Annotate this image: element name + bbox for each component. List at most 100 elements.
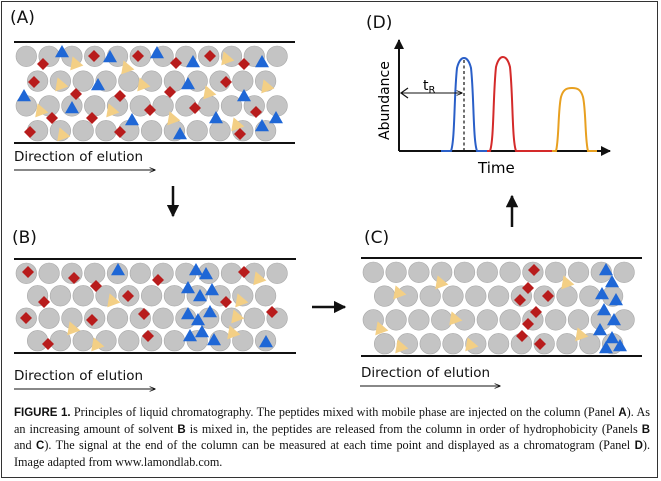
- retention-time-label: tR: [423, 78, 436, 96]
- bead: [499, 261, 521, 283]
- red-diamond-peptide: [220, 76, 232, 88]
- red-diamond-peptide: [522, 282, 534, 294]
- red-diamond-peptide: [46, 112, 58, 124]
- chromatogram-x-label: Time: [477, 159, 515, 177]
- elution-label-c: Direction of elution: [361, 365, 491, 381]
- blue-triangle-peptide: [103, 50, 117, 63]
- yellow-triangle-peptide: [67, 321, 81, 336]
- bead: [499, 309, 521, 331]
- bead: [152, 307, 174, 329]
- red-diamond-peptide: [20, 312, 32, 324]
- bead: [488, 333, 510, 355]
- bead: [72, 70, 94, 92]
- column-panel-b: [14, 258, 296, 354]
- blue-triangle-peptide: [65, 101, 79, 114]
- blue-triangle-peptide: [125, 113, 139, 126]
- yellow-triangle-peptide: [91, 337, 105, 352]
- red-diamond-peptide: [37, 58, 49, 70]
- yellow-triangle-peptide: [449, 311, 463, 326]
- yellow-triangle-peptide: [55, 77, 69, 92]
- blue-triangle-peptide: [237, 89, 251, 102]
- elution-label-a: Direction of elution: [14, 149, 144, 165]
- red-diamond-peptide: [88, 50, 100, 62]
- yellow-triangle-peptide: [561, 275, 575, 290]
- yellow-triangle-peptide: [393, 285, 407, 300]
- peak-yellow: [552, 86, 597, 152]
- bead: [374, 285, 396, 307]
- peak-red: [487, 55, 552, 152]
- bead: [129, 262, 151, 284]
- red-diamond-peptide: [266, 306, 278, 318]
- bead: [220, 95, 243, 117]
- bead: [419, 285, 441, 307]
- blue-triangle-peptide: [189, 263, 203, 276]
- bead: [141, 285, 163, 307]
- bead: [374, 333, 396, 355]
- panel-c-label: (C): [364, 228, 390, 248]
- red-diamond-peptide: [204, 50, 216, 62]
- blue-triangle-peptide: [17, 89, 31, 102]
- red-diamond-peptide: [220, 296, 232, 308]
- chromatogram-y-label: Abundance: [377, 61, 393, 140]
- red-diamond-peptide: [86, 314, 98, 326]
- yellow-triangle-peptide: [106, 103, 120, 118]
- blue-triangle-peptide: [181, 281, 195, 294]
- bead: [243, 307, 265, 329]
- figure-caption: FIGURE 1. Principles of liquid chromatog…: [14, 405, 651, 469]
- red-diamond-peptide: [142, 330, 154, 342]
- panel-d-label: (D): [366, 13, 393, 33]
- yellow-triangle-peptide: [137, 77, 151, 92]
- bead: [72, 285, 94, 307]
- bead: [567, 261, 590, 283]
- blue-triangle-peptide: [605, 275, 619, 288]
- blue-triangle-peptide: [181, 307, 195, 320]
- bead: [408, 309, 430, 331]
- red-diamond-peptide: [514, 294, 526, 306]
- red-diamond-peptide: [90, 280, 102, 292]
- red-diamond-peptide: [516, 330, 528, 342]
- bead: [255, 285, 277, 307]
- yellow-triangle-peptide: [235, 293, 249, 308]
- red-diamond-peptide: [138, 308, 150, 320]
- bead: [362, 261, 384, 283]
- bead: [385, 309, 407, 331]
- red-diamond-peptide: [86, 112, 98, 124]
- bead: [163, 285, 185, 307]
- yellow-triangle-peptide: [253, 271, 267, 286]
- red-diamond-peptide: [528, 264, 540, 276]
- red-diamond-peptide: [122, 290, 134, 302]
- yellow-triangle-peptide: [375, 321, 389, 336]
- blue-triangle-peptide: [607, 313, 621, 326]
- blue-triangle-peptide: [597, 303, 611, 316]
- bead: [141, 120, 163, 142]
- retention-time-arrow-tail: [399, 87, 409, 99]
- yellow-triangle-peptide: [395, 339, 409, 354]
- bead: [431, 309, 453, 331]
- bead: [385, 261, 407, 283]
- column-panel-c: [361, 257, 642, 357]
- bead: [84, 262, 106, 284]
- bead: [232, 70, 254, 92]
- red-diamond-peptide: [234, 128, 246, 140]
- bead: [556, 285, 578, 307]
- blue-triangle-peptide: [183, 329, 197, 342]
- yellow-triangle-peptide: [167, 111, 181, 126]
- yellow-triangle-peptide: [261, 79, 275, 94]
- red-diamond-peptide: [132, 50, 144, 62]
- red-diamond-peptide: [542, 290, 554, 302]
- bead: [26, 330, 49, 352]
- blue-triangle-peptide: [111, 263, 125, 276]
- blue-triangle-peptide: [195, 325, 209, 338]
- blue-triangle-peptide: [255, 119, 269, 132]
- yellow-triangle-peptide: [35, 103, 49, 118]
- bead: [419, 333, 441, 355]
- blue-triangle-peptide: [203, 305, 217, 318]
- bead: [488, 285, 510, 307]
- bead: [209, 120, 231, 142]
- red-diamond-peptide: [238, 58, 250, 70]
- yellow-triangle-peptide: [203, 85, 217, 100]
- blue-triangle-peptide: [599, 341, 613, 354]
- yellow-triangle-peptide: [121, 60, 135, 75]
- blue-triangle-peptide: [181, 77, 195, 90]
